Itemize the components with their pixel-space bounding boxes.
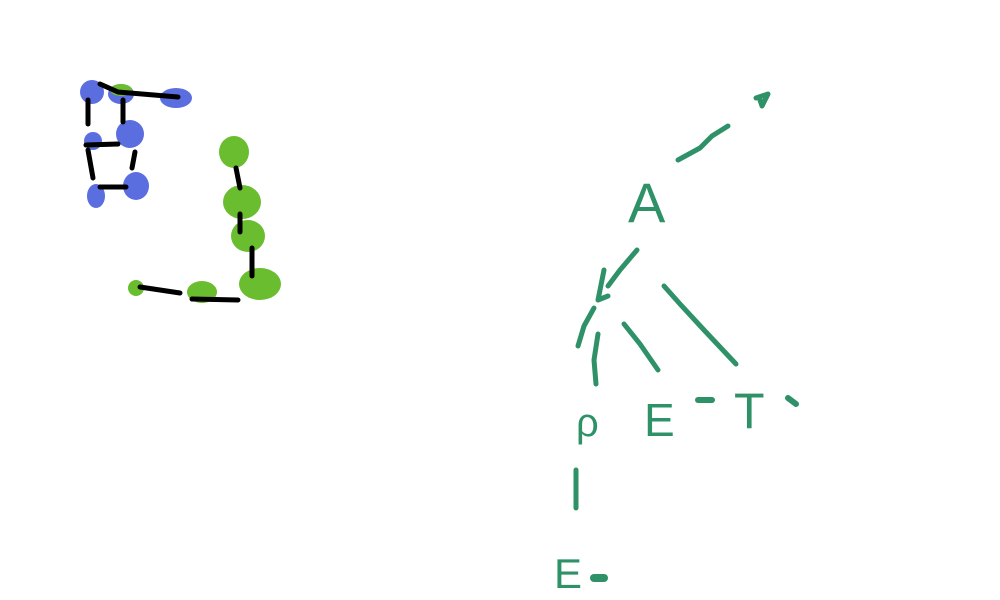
black-edges xyxy=(83,81,255,303)
blue-node xyxy=(123,172,149,200)
edge-line xyxy=(83,141,121,148)
green-node xyxy=(223,185,261,219)
green-node xyxy=(231,220,265,252)
sketch-edge xyxy=(575,305,597,349)
blue-node xyxy=(116,120,144,148)
tree-node-label-root: A xyxy=(628,171,666,234)
edge-line xyxy=(129,149,138,171)
edge-line xyxy=(137,284,183,296)
sketch-edge xyxy=(605,247,640,289)
green-node xyxy=(219,136,249,168)
sketch-dot xyxy=(753,91,771,109)
edge-line xyxy=(85,147,96,181)
tree-node-label-left: ρ xyxy=(576,401,599,445)
tree-node-label-mid: E xyxy=(644,394,675,446)
blue-node xyxy=(80,80,104,104)
sketch-edge xyxy=(661,283,739,367)
green-node xyxy=(128,280,144,296)
sketch-edge xyxy=(675,123,731,163)
edge-line xyxy=(189,296,241,303)
sketch-edge xyxy=(621,321,661,373)
green-node-chain xyxy=(110,84,281,303)
tree-node-label-right: T xyxy=(734,383,765,439)
sketch-edge xyxy=(595,267,611,303)
sketch-tree: A ρ E T E xyxy=(554,91,799,597)
tree-node-label-leaf: E xyxy=(554,550,582,597)
green-node xyxy=(239,268,281,300)
blue-node xyxy=(87,184,105,208)
sketch-mark xyxy=(785,395,799,407)
sketch-edge xyxy=(591,331,601,387)
edge-line xyxy=(233,165,243,191)
edge-line xyxy=(97,81,181,100)
